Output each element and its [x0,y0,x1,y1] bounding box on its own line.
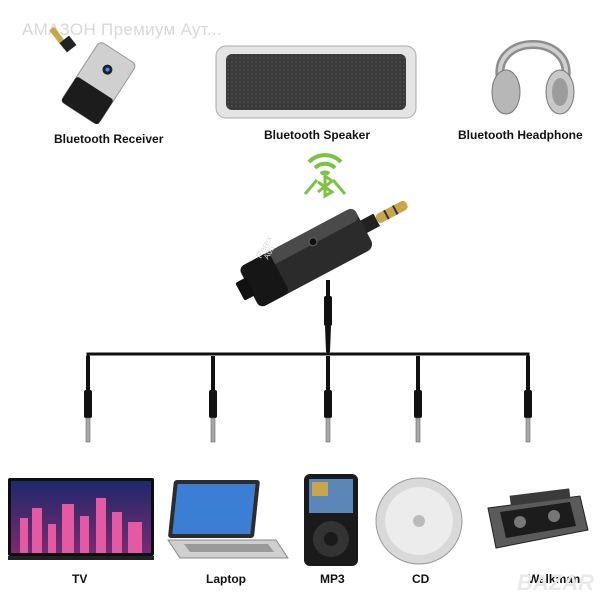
audio-jack-icon [324,280,332,352]
bluetooth-headphone-label: Bluetooth Headphone [458,128,583,142]
bluetooth-headphone-image [491,40,575,115]
bluetooth-receiver-image [49,26,136,125]
watermark-logo: BAZAR [517,570,594,595]
mp3-player-image [304,474,358,566]
tv-image [8,478,154,560]
walkman-image [487,488,589,549]
laptop-label: Laptop [206,572,246,586]
bluetooth-signal-icon [303,153,347,199]
bluetooth-receiver-label: Bluetooth Receiver [54,132,164,146]
bluetooth-transmitter-image [235,200,408,307]
bluetooth-speaker-image [215,45,417,119]
cd-player-image [375,477,463,565]
cd-label: CD [412,572,430,586]
watermark-text: АМАЗОН Премиум Аут... [22,20,222,39]
laptop-image [167,480,289,559]
tv-label: TV [72,572,88,586]
walkman-label: Walkman [528,572,581,586]
mp3-label: MP3 [320,572,345,586]
bluetooth-speaker-label: Bluetooth Speaker [264,128,371,142]
